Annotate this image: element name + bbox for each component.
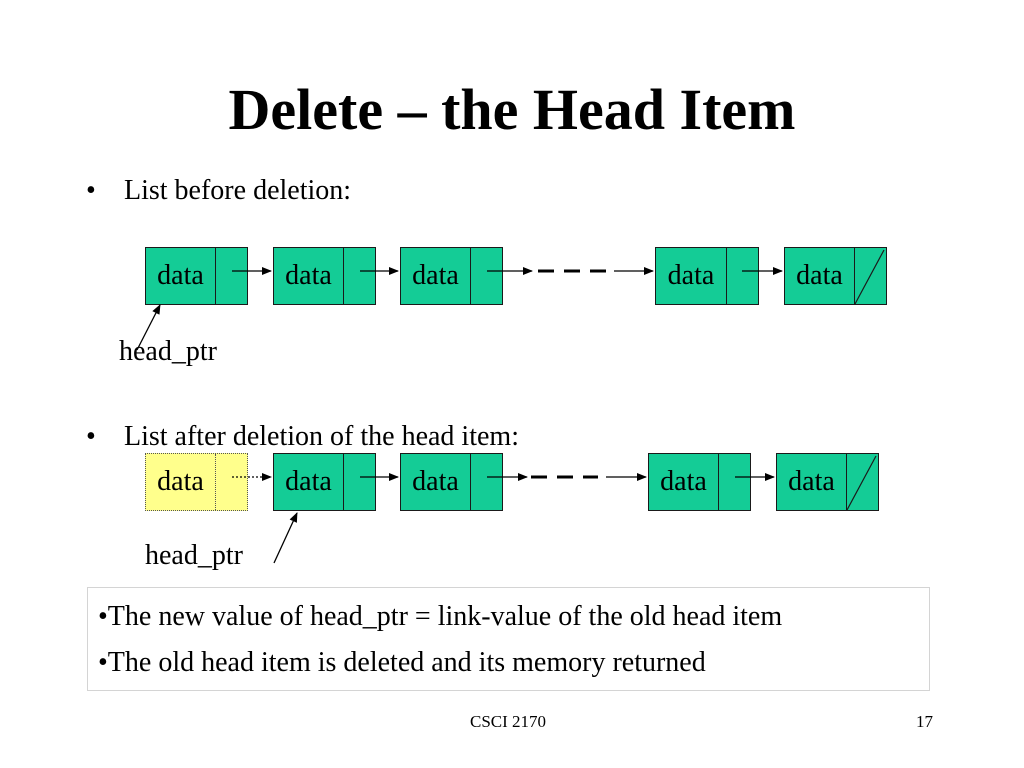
bullet-glyph: •: [86, 421, 96, 452]
notes-box: •The new value of head_ptr = link-value …: [87, 587, 930, 691]
bullet-text-after: List after deletion of the head item:: [124, 421, 519, 452]
node-before-1: data: [145, 247, 248, 305]
node-after-3: data: [648, 453, 751, 511]
node-link-field: [342, 454, 375, 510]
node-link-field: [214, 454, 247, 510]
node-data-label: data: [146, 454, 216, 510]
node-link-field: [725, 248, 758, 304]
node-link-field: [214, 248, 247, 304]
node-data-label: data: [401, 454, 471, 510]
deleted-head-node: data: [145, 453, 248, 511]
null-link-field: [853, 248, 886, 305]
slide-title: Delete – the Head Item: [228, 77, 796, 142]
bullet-text-before: List before deletion:: [124, 175, 352, 206]
head-ptr-label-before: head_ptr: [119, 336, 217, 367]
node-after-2: data: [400, 453, 503, 511]
bullet-list-before: • List before deletion:: [86, 174, 351, 208]
node-link-field: [469, 248, 502, 304]
node-data-label: data: [146, 248, 216, 304]
null-slash-icon: [854, 249, 885, 305]
node-before-4: data: [655, 247, 759, 305]
null-slash-icon: [846, 455, 877, 511]
bullet-glyph: •: [86, 175, 96, 206]
node-link-field: [469, 454, 502, 510]
node-data-label: data: [777, 454, 847, 510]
node-data-label: data: [785, 248, 855, 304]
node-data-label: data: [401, 248, 471, 304]
node-before-5-tail: data: [784, 247, 887, 305]
node-link-field: [717, 454, 750, 510]
head-ptr-label-after: head_ptr: [145, 540, 243, 571]
node-after-1: data: [273, 453, 376, 511]
null-link-field: [845, 454, 878, 511]
node-after-4-tail: data: [776, 453, 879, 511]
footer-page-number: 17: [916, 712, 933, 731]
node-before-3: data: [400, 247, 503, 305]
head-ptr-arrow-after: [273, 512, 298, 564]
node-data-label: data: [656, 248, 727, 304]
node-before-2: data: [273, 247, 376, 305]
node-link-field: [342, 248, 375, 304]
node-data-label: data: [649, 454, 719, 510]
bullet-list-after: • List after deletion of the head item:: [86, 420, 519, 454]
node-data-label: data: [274, 248, 344, 304]
node-data-label: data: [274, 454, 344, 510]
footer-course: CSCI 2170: [470, 712, 547, 731]
note-line-1: •The new value of head_ptr = link-value …: [98, 601, 783, 632]
note-line-2: •The old head item is deleted and its me…: [98, 647, 706, 678]
